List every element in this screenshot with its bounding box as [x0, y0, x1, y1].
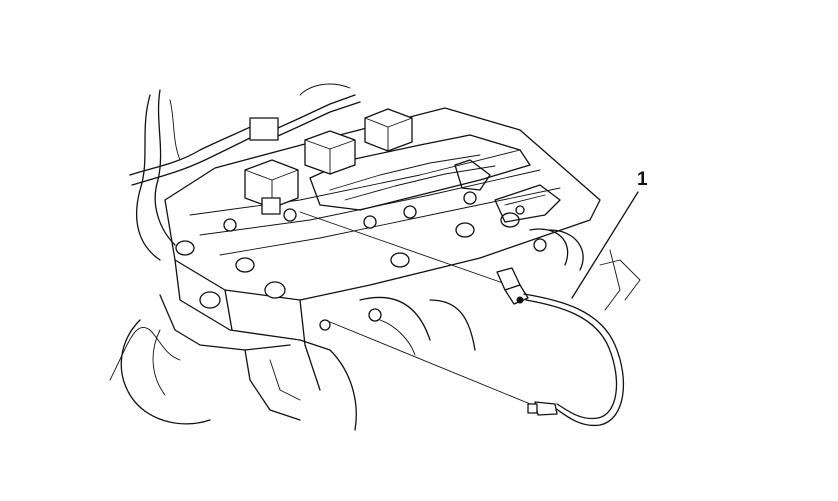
- callout-leader-line: [571, 191, 639, 299]
- left-wiring-harness: [109, 83, 361, 381]
- right-engine-components: [454, 159, 641, 311]
- harness-connector: [249, 117, 279, 141]
- engine-cylinder-head: [164, 107, 601, 391]
- callout-label-1: 1: [637, 169, 648, 190]
- sensor-assembly: [496, 267, 625, 427]
- sensor-tip: [534, 401, 558, 416]
- ignition-coils: [244, 108, 413, 215]
- head-bolt: [463, 191, 477, 205]
- head-bolt: [223, 218, 237, 232]
- head-bolt: [533, 238, 547, 252]
- head-bolt: [368, 308, 382, 322]
- head-bolt: [363, 215, 377, 229]
- head-bolt: [403, 205, 417, 219]
- head-bolt: [283, 208, 297, 222]
- head-bolt: [319, 319, 331, 331]
- engine-lower-block: [120, 294, 476, 431]
- installation-guide-lines: [299, 211, 541, 409]
